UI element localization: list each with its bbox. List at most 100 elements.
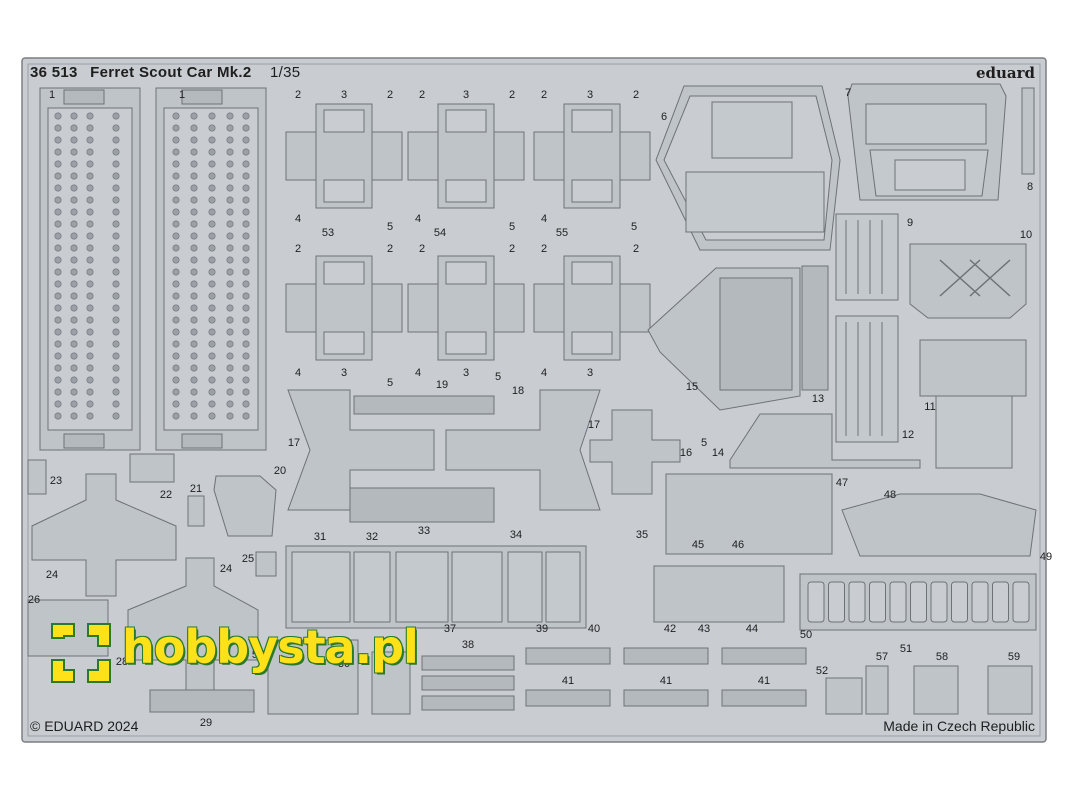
perforation-hole [242, 400, 250, 408]
perforation-hole [70, 400, 78, 408]
part-number-label: 3 [341, 367, 347, 379]
perforation-hole [70, 136, 78, 144]
part-number-label: 11 [924, 401, 935, 413]
perforation-hole [242, 340, 250, 348]
part-number-label: 10 [1020, 229, 1032, 241]
perforation-hole [70, 340, 78, 348]
part-number-label: 3 [463, 89, 469, 101]
perforation-hole [112, 376, 120, 384]
perforation-hole [242, 244, 250, 252]
watermark-text: hobbysta.pl [122, 620, 419, 674]
perforation-hole [172, 160, 180, 168]
perforation-hole [86, 352, 94, 360]
part-number-label: 50 [800, 629, 812, 641]
part-number-label: 2 [633, 89, 639, 101]
perforation-hole [70, 412, 78, 420]
perforation-hole [86, 316, 94, 324]
perforation-hole [70, 316, 78, 324]
part-36 [371, 651, 411, 715]
perforation-hole [54, 412, 62, 420]
perforation-hole [226, 376, 234, 384]
perforation-hole [208, 316, 216, 324]
part-number-label: 3 [341, 89, 347, 101]
perforation-hole [190, 328, 198, 336]
perforation-hole [208, 388, 216, 396]
part-number-label: 31 [314, 531, 326, 543]
perforation-hole [70, 244, 78, 252]
perforation-hole [172, 388, 180, 396]
perforation-hole [242, 304, 250, 312]
slot [951, 581, 968, 623]
perforation-hole [226, 124, 234, 132]
perforation-hole [112, 220, 120, 228]
perforation-hole [190, 376, 198, 384]
slot [1012, 581, 1030, 623]
perforation-hole [172, 196, 180, 204]
part-number-label: 24 [220, 563, 232, 575]
perforation-hole [70, 304, 78, 312]
part-number-label: 41 [660, 675, 672, 687]
perforation-hole [208, 340, 216, 348]
part-number-label: 23 [50, 475, 62, 487]
perforation-hole [54, 112, 62, 120]
perforation-hole [86, 184, 94, 192]
part-number-label: 4 [541, 367, 547, 379]
perforation-hole [242, 208, 250, 216]
part-number-label: 53 [322, 227, 334, 239]
part-number-label: 2 [541, 243, 547, 255]
perforation-hole [54, 400, 62, 408]
perforation-hole [54, 244, 62, 252]
perforation-hole [208, 112, 216, 120]
perforation-hole [112, 136, 120, 144]
part-22 [129, 453, 175, 483]
perforation-hole [54, 196, 62, 204]
perforation-hole [190, 184, 198, 192]
perforation-hole [172, 352, 180, 360]
watermark: hobbysta.pl [46, 618, 419, 690]
product-name: Ferret Scout Car Mk.2 [90, 64, 252, 81]
perforation-hole [54, 124, 62, 132]
perforation-hole [190, 400, 198, 408]
perforation-hole [54, 268, 62, 276]
part-number-label: 49 [1040, 551, 1052, 563]
perforation-hole [172, 364, 180, 372]
perforation-hole [172, 112, 180, 120]
perforation-hole [190, 292, 198, 300]
perforation-hole [172, 280, 180, 288]
perforation-hole [172, 184, 180, 192]
perforation-hole [172, 268, 180, 276]
part-number-label: 8 [1027, 181, 1033, 193]
perforation-hole [86, 220, 94, 228]
part-21 [187, 495, 205, 527]
part-30 [267, 639, 359, 715]
perforation-hole [208, 328, 216, 336]
perforation-hole [226, 316, 234, 324]
perforation-hole [54, 172, 62, 180]
part-52 [825, 677, 863, 715]
parts-41-strips [525, 647, 807, 707]
perforation-hole [242, 316, 250, 324]
perforation-hole [112, 412, 120, 420]
perforation-hole [190, 388, 198, 396]
part-number-label: 4 [295, 367, 301, 379]
perforation-hole [112, 400, 120, 408]
slot [971, 581, 989, 623]
perforation-hole [112, 316, 120, 324]
perforation-hole [242, 112, 250, 120]
perforation-hole [86, 388, 94, 396]
perforation-hole [86, 400, 94, 408]
part-number-label: 2 [387, 89, 393, 101]
perforation-hole [190, 364, 198, 372]
perforation-hole [242, 148, 250, 156]
perforation-hole [112, 160, 120, 168]
perforation-hole [208, 244, 216, 252]
perforation-hole [112, 148, 120, 156]
perforation-hole [242, 412, 250, 420]
part-number-label: 21 [190, 483, 202, 495]
perforation-hole [172, 244, 180, 252]
perforation-hole [54, 148, 62, 156]
part-number-label: 22 [160, 489, 172, 501]
part-number-label: 28 [116, 656, 128, 668]
perforation-hole [242, 172, 250, 180]
perforation-hole [112, 112, 120, 120]
